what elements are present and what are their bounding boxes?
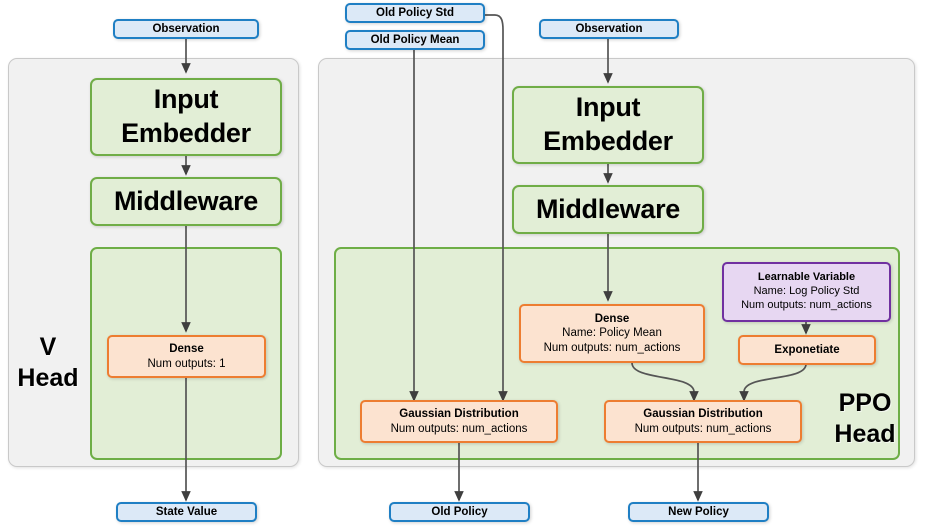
ppo-head-title-line2: Head (834, 419, 896, 448)
v-head-dense[interactable]: Dense Num outputs: 1 (107, 335, 266, 378)
ppo-head-title-line1: PPO (838, 389, 892, 417)
ppo-head-learnable-variable[interactable]: Learnable Variable Name: Log Policy Std … (722, 262, 891, 322)
input-old-policy-std[interactable]: Old Policy Std (345, 3, 485, 23)
v-head-input-embedder-label: Input Embedder (121, 84, 251, 148)
v-head-title-line2: Head (17, 363, 79, 392)
gaussian-new-title: Gaussian Distribution (643, 408, 763, 421)
ppo-head-middleware-label: Middleware (535, 193, 681, 224)
ppo-head-gaussian-old[interactable]: Gaussian Distribution Num outputs: num_a… (360, 400, 558, 443)
output-state-value[interactable]: State Value (116, 502, 257, 522)
v-head-dense-title: Dense (169, 343, 204, 356)
input-old-policy-mean-label: Old Policy Mean (370, 33, 460, 46)
exponetiate-title: Exponetiate (774, 343, 840, 356)
input-observation-left[interactable]: Observation (113, 19, 259, 39)
output-new-policy-label: New Policy (668, 505, 729, 518)
output-old-policy[interactable]: Old Policy (389, 502, 530, 522)
ppo-head-gaussian-new[interactable]: Gaussian Distribution Num outputs: num_a… (604, 400, 802, 443)
v-head-middleware[interactable]: Middleware (90, 177, 282, 226)
learnable-variable-title: Learnable Variable (757, 271, 856, 284)
ppo-head-title: PPO Head (820, 388, 910, 449)
v-head-title-line1: V (39, 333, 57, 361)
ppo-head-dense-policy-mean[interactable]: Dense Name: Policy Mean Num outputs: num… (519, 304, 705, 363)
ppo-head-input-embedder-label: Input Embedder (543, 92, 673, 156)
input-old-policy-mean[interactable]: Old Policy Mean (345, 30, 485, 50)
input-observation-right-label: Observation (575, 22, 643, 35)
input-observation-right[interactable]: Observation (539, 19, 679, 39)
gaussian-old-title: Gaussian Distribution (399, 408, 519, 421)
ppo-head-dense-title: Dense (594, 312, 630, 325)
ppo-head-dense-num-outputs: Num outputs: num_actions (543, 341, 681, 354)
gaussian-new-num-outputs: Num outputs: num_actions (634, 422, 772, 435)
learnable-variable-num-outputs: Num outputs: num_actions (741, 298, 872, 311)
v-head-dense-num-outputs: Num outputs: 1 (147, 357, 226, 370)
output-old-policy-label: Old Policy (431, 505, 488, 518)
output-state-value-label: State Value (155, 505, 218, 518)
ppo-head-input-embedder[interactable]: Input Embedder (512, 86, 704, 164)
gaussian-old-num-outputs: Num outputs: num_actions (390, 422, 528, 435)
ppo-head-dense-name: Name: Policy Mean (562, 327, 662, 340)
output-new-policy[interactable]: New Policy (628, 502, 769, 522)
input-observation-left-label: Observation (152, 22, 220, 35)
v-head-middleware-label: Middleware (113, 185, 259, 216)
v-head-title: V Head (8, 332, 88, 393)
input-old-policy-std-label: Old Policy Std (376, 6, 454, 19)
v-head-input-embedder[interactable]: Input Embedder (90, 78, 282, 156)
ppo-head-middleware[interactable]: Middleware (512, 185, 704, 234)
ppo-head-exponetiate[interactable]: Exponetiate (738, 335, 876, 365)
learnable-variable-name: Name: Log Policy Std (753, 285, 860, 298)
